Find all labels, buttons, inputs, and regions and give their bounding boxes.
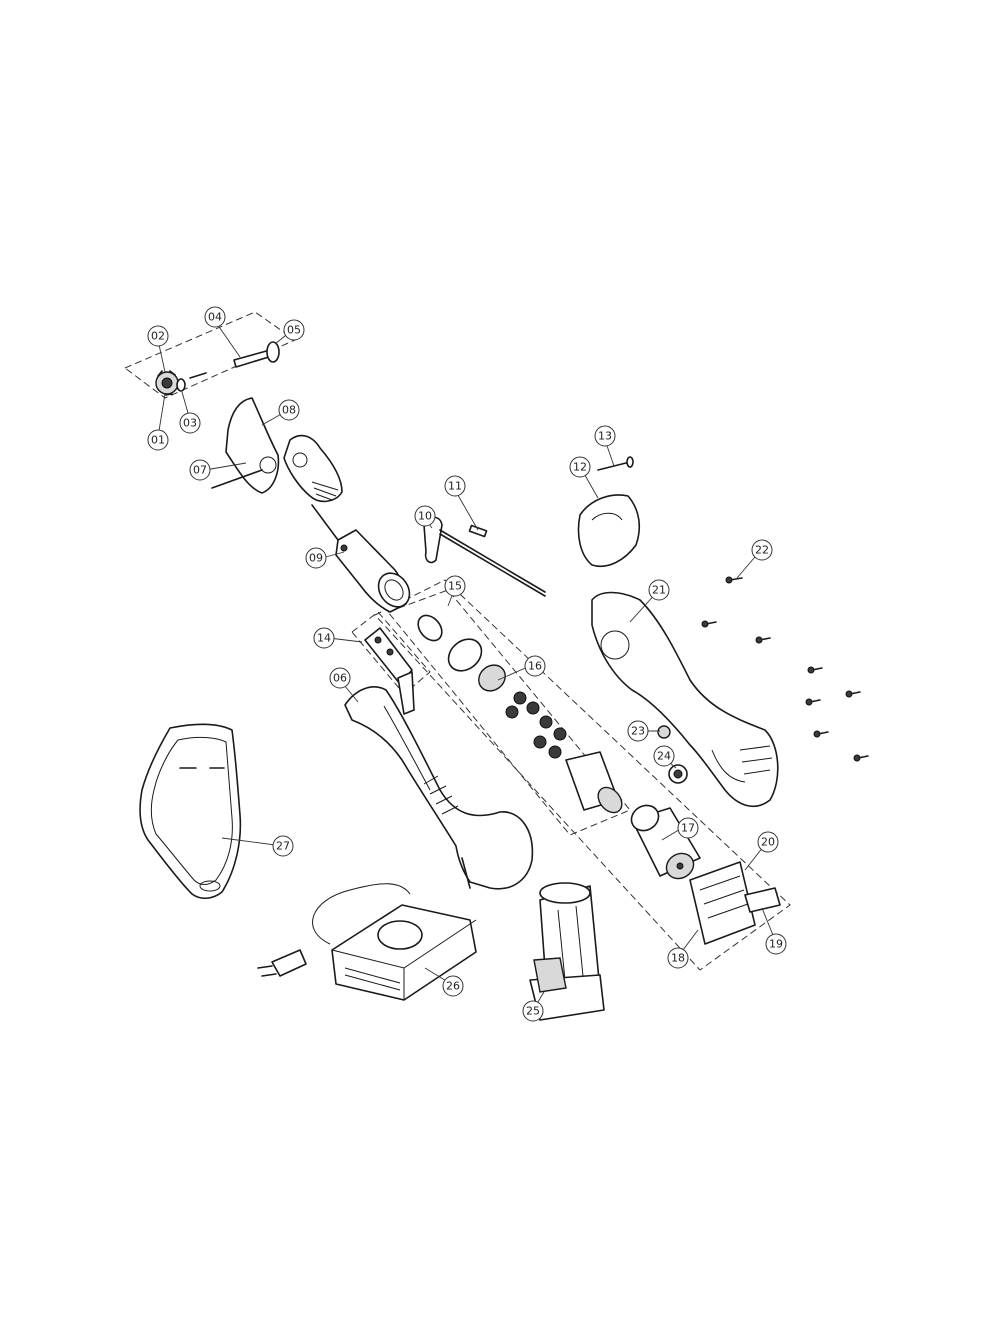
svg-text:06: 06	[333, 672, 347, 685]
svg-text:03: 03	[183, 417, 197, 430]
switch-assembly	[364, 627, 415, 715]
motor	[630, 804, 701, 880]
small-knob-parts	[657, 725, 688, 784]
callout-19: 19	[765, 933, 787, 955]
svg-text:07: 07	[193, 464, 207, 477]
svg-text:18: 18	[671, 952, 685, 965]
callout-11: 11	[444, 475, 466, 497]
svg-text:21: 21	[652, 584, 666, 597]
callout-26: 26	[442, 975, 464, 997]
callout-03: 03	[179, 412, 201, 434]
svg-text:02: 02	[151, 330, 165, 343]
callout-10: 10	[414, 505, 436, 527]
callout-25: 25	[522, 1000, 544, 1022]
svg-text:23: 23	[631, 725, 645, 738]
callout-06: 06	[329, 667, 351, 689]
svg-text:13: 13	[598, 430, 612, 443]
group-frame-gearbox	[387, 589, 631, 836]
upper-blade	[283, 434, 343, 503]
callout-02: 02	[147, 325, 169, 347]
callout-27: 27	[272, 835, 294, 857]
svg-text:14: 14	[317, 632, 331, 645]
svg-text:01: 01	[151, 434, 165, 447]
svg-text:16: 16	[528, 660, 542, 673]
svg-text:26: 26	[446, 980, 460, 993]
right-handle-housing	[591, 591, 779, 808]
svg-text:15: 15	[448, 580, 462, 593]
head-housing	[311, 504, 411, 613]
svg-text:22: 22	[755, 544, 769, 557]
gearbox-internals	[417, 614, 623, 814]
callout-05: 05	[283, 319, 305, 341]
group-frame-switch	[351, 611, 431, 695]
svg-text:10: 10	[418, 510, 432, 523]
callout-16: 16	[524, 655, 546, 677]
charger	[257, 883, 477, 1001]
callout-24: 24	[653, 745, 675, 767]
callout-15: 15	[444, 575, 466, 597]
group-frame-drivetrain	[374, 579, 791, 971]
callout-08: 08	[278, 399, 300, 421]
svg-text:24: 24	[657, 750, 671, 763]
callout-20: 20	[757, 831, 779, 853]
holster	[139, 723, 242, 900]
callout-21: 21	[648, 579, 670, 601]
callout-09: 09	[305, 547, 327, 569]
svg-text:25: 25	[526, 1005, 540, 1018]
gear-part	[155, 370, 186, 396]
callout-17: 17	[677, 817, 699, 839]
callout-14: 14	[313, 627, 335, 649]
left-handle-housing	[344, 686, 534, 890]
lever-rod	[423, 516, 546, 597]
shaft-part	[189, 341, 280, 379]
battery-pack	[529, 882, 605, 1021]
callout-01: 01	[147, 429, 169, 451]
control-board	[689, 861, 781, 945]
svg-text:09: 09	[309, 552, 323, 565]
svg-text:19: 19	[769, 938, 783, 951]
svg-text:17: 17	[681, 822, 695, 835]
callout-07: 07	[189, 459, 211, 481]
svg-text:20: 20	[761, 836, 775, 849]
svg-text:27: 27	[276, 840, 290, 853]
callout-04: 04	[204, 306, 226, 328]
svg-text:04: 04	[208, 311, 222, 324]
svg-text:11: 11	[448, 480, 462, 493]
callout-13: 13	[594, 425, 616, 447]
screws	[701, 576, 869, 762]
svg-text:05: 05	[287, 324, 301, 337]
callout-12: 12	[569, 456, 591, 478]
callout-23: 23	[627, 720, 649, 742]
callout-22: 22	[751, 539, 773, 561]
svg-text:12: 12	[573, 461, 587, 474]
callout-18: 18	[667, 947, 689, 969]
svg-text:08: 08	[282, 404, 296, 417]
top-bracket	[577, 456, 641, 567]
lower-blade	[211, 397, 280, 494]
